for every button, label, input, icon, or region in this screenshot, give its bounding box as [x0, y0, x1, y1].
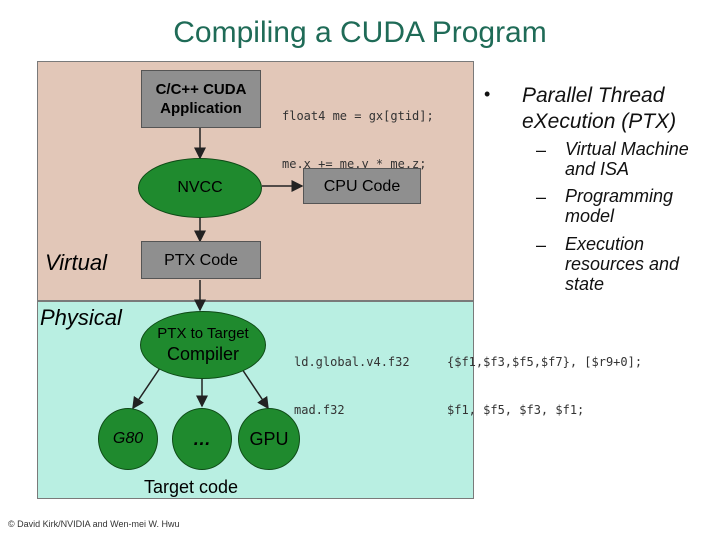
sub-bullet-3-line2: resources and	[565, 254, 680, 274]
ptx-operands-line1: {$f1,$f3,$f5,$f7}, [$r9+0];	[447, 355, 643, 369]
sub-bullet-dash-2: –	[536, 187, 547, 207]
gpu-label: GPU	[249, 428, 289, 449]
sub-bullet-3-line1: Execution	[565, 234, 645, 254]
compiler-label-line1: PTX to Target	[157, 325, 249, 342]
cpu-code-node: CPU Code	[303, 168, 421, 204]
slide-title: Compiling a CUDA Program	[173, 16, 547, 49]
sub-bullet-2-line1: Programming	[565, 186, 674, 206]
source-code-line2: me.x += me.y * me.z;	[282, 157, 427, 171]
ptx-operands-snippet: {$f1,$f3,$f5,$f7}, [$r9+0]; $f1, $f5, $f…	[447, 322, 642, 434]
main-bullet-text: Parallel Thread eXecution (PTX)	[522, 83, 676, 135]
ptx-code-node: PTX Code	[141, 241, 261, 279]
sub-bullet-1-line1: Virtual Machine	[565, 139, 689, 159]
arrow-to-g80	[132, 367, 161, 410]
ellipsis-label: …	[193, 428, 211, 449]
sub-bullet-2: Programming model	[565, 186, 673, 226]
source-code-snippet: float4 me = gx[gtid]; me.x += me.y * me.…	[282, 76, 434, 188]
app-label-line1: C/C++ CUDA	[155, 81, 247, 98]
ptx-code-snippet: ld.global.v4.f32 mad.f32	[294, 322, 410, 434]
app-label-line2: Application	[160, 100, 242, 117]
ptx-operands-line2: $f1, $f5, $f3, $f1;	[447, 403, 585, 417]
main-bullet-line2: eXecution (PTX)	[522, 110, 677, 133]
main-bullet-line1: Parallel Thread	[522, 84, 665, 107]
sub-bullet-1: Virtual Machine and ISA	[565, 139, 689, 179]
ptx-instr-line1: ld.global.v4.f32	[294, 355, 410, 369]
ptx-to-target-compiler-node: PTX to Target Compiler	[140, 311, 266, 379]
sub-bullet-2-line2: model	[565, 206, 615, 226]
compiler-label-line2: Compiler	[166, 344, 240, 364]
sub-bullet-1-line2: and ISA	[565, 159, 630, 179]
virtual-label: Virtual	[45, 250, 107, 275]
source-code-line1: float4 me = gx[gtid];	[282, 109, 434, 123]
g80-label: G80	[112, 430, 144, 447]
nvcc-label: NVCC	[177, 179, 223, 196]
main-bullet-dot: •	[484, 84, 491, 104]
nvcc-node: NVCC	[138, 158, 262, 218]
sub-bullet-dash-1: –	[536, 140, 547, 160]
arrow-to-gpu	[239, 365, 269, 410]
cuda-application-node: C/C++ CUDA Application	[141, 70, 261, 128]
ellipsis-node: …	[172, 408, 232, 470]
g80-node: G80	[98, 408, 158, 470]
copyright-footer: © David Kirk/NVIDIA and Wen-mei W. Hwu	[8, 519, 180, 529]
sub-bullet-3-line3: state	[565, 274, 605, 294]
target-code-label: Target code	[144, 477, 239, 497]
sub-bullet-3: Execution resources and state	[565, 234, 679, 294]
gpu-node: GPU	[238, 408, 300, 470]
physical-label: Physical	[40, 305, 122, 330]
sub-bullet-dash-3: –	[536, 235, 547, 255]
ptx-instr-line2: mad.f32	[294, 403, 345, 417]
ptx-code-label: PTX Code	[164, 251, 238, 269]
cpu-code-label: CPU Code	[323, 177, 401, 195]
